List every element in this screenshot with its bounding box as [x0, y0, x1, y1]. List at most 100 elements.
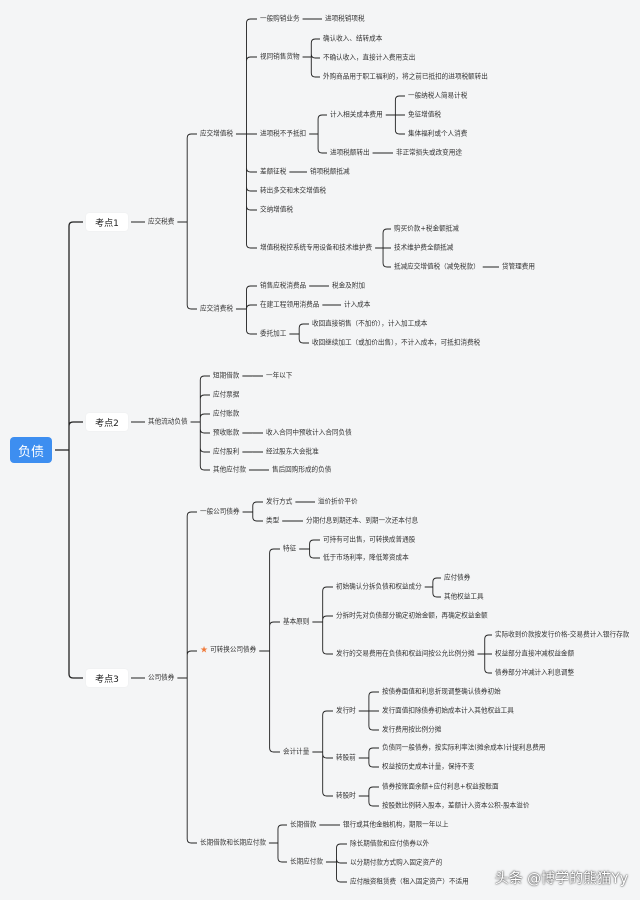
mindmap-node-c2[interactable]: 应付票据 — [213, 390, 240, 399]
mindmap-node-a6[interactable]: 交纳增值税 — [260, 205, 293, 214]
mindmap-node-g1v[interactable]: 溢价折价平价 — [318, 497, 358, 506]
mindmap-node-a7a[interactable]: 购买价款+税金额抵减 — [394, 224, 459, 233]
mindmap-node-l2[interactable]: 其他流动负债 — [148, 417, 188, 426]
mindmap-node-a7c[interactable]: 抵减应交增值税（减免税款） — [394, 262, 480, 271]
mindmap-node-c3[interactable]: 应付账款 — [213, 409, 240, 418]
mindmap-node-c1[interactable]: 短期借款 — [213, 371, 240, 380]
connector-a3 — [309, 114, 327, 154]
mindmap-node-g1[interactable]: 发行方式 — [266, 497, 293, 506]
mindmap-node-lt[interactable]: 长期借款和长期应付款 — [200, 838, 266, 847]
mindmap-node-lt2a[interactable]: 除长期借款和应付债券以外 — [350, 839, 430, 848]
mindmap-node-p3c[interactable]: 债券部分冲减计入利息调整 — [495, 668, 575, 677]
mindmap-node-lt1v[interactable]: 银行或其他金融机构，期限一年以上 — [343, 820, 449, 829]
mindmap-node-a4v[interactable]: 销项税额抵减 — [310, 167, 350, 176]
mindmap-node-lt2[interactable]: 长期应付款 — [290, 857, 323, 866]
mindmap-node-p3a[interactable]: 实际收到价款按发行价格-交易费计入银行存款 — [495, 630, 630, 639]
connector-a2 — [302, 38, 320, 78]
mindmap-node-vat[interactable]: 应交增值税 — [200, 129, 233, 138]
mindmap-node-p[interactable]: 基本原则 — [283, 617, 310, 626]
mindmap-node-lt2b[interactable]: 以分期付款方式购入固定资产的 — [350, 858, 443, 867]
mindmap-node-g[interactable]: 一般公司债券 — [200, 507, 240, 516]
mindmap-node-a2b[interactable]: 不确认收入，直接计入费用支出 — [323, 53, 416, 62]
mindmap-node-a2a[interactable]: 确认收入、结转成本 — [323, 34, 383, 43]
mindmap-node-a3a1[interactable]: 一般纳税人简易计税 — [408, 91, 468, 100]
mindmap-node-c4v[interactable]: 收入合同中预收计入合同负债 — [266, 428, 352, 437]
mindmap-node-a2c[interactable]: 外购商品用于职工福利的，将之前已抵扣的进项税额转出 — [323, 72, 488, 81]
mindmap-node-ac1c[interactable]: 发行费用按比例分摊 — [382, 725, 442, 734]
mindmap-node-a3a[interactable]: 计入相关成本费用 — [330, 110, 383, 119]
mindmap-node-lt2c[interactable]: 应付融资租赁费（租入固定资产）不适用 — [350, 877, 469, 886]
mindmap-node-b2[interactable]: 在建工程领用消费品 — [260, 300, 320, 309]
mindmap-node-c6v[interactable]: 售后回购形成的负债 — [272, 465, 332, 474]
mindmap-node-ac3[interactable]: 转股时 — [336, 791, 356, 800]
mindmap-node-ac2[interactable]: 转股前 — [336, 753, 356, 762]
mindmap-node-c5[interactable]: 应付股利 — [213, 447, 240, 456]
mindmap-node-ac2a[interactable]: 负债同一般债券，按实际利率法(摊余成本)计提利息费用 — [382, 743, 546, 752]
mindmap-node-lt1[interactable]: 长期借款 — [290, 820, 317, 829]
mindmap-node-p3[interactable]: 发行的交易费用在负债和权益间按公允比例分摊 — [336, 649, 475, 658]
mindmap-node-c1v[interactable]: 一年以下 — [266, 371, 293, 380]
mindmap-node-c6[interactable]: 其他应付款 — [213, 465, 246, 474]
mindmap-node-a3bv[interactable]: 非正常损失或改变用途 — [396, 148, 462, 157]
mindmap-node-ac1a[interactable]: 按债券面值和利息折现调整确认债券初始 — [382, 687, 501, 696]
mindmap-node-cons[interactable]: 应交消费税 — [200, 304, 233, 313]
connector-p1 — [424, 577, 441, 598]
connector-a3a — [385, 95, 405, 135]
mindmap-node-l1[interactable]: 应交税费 — [148, 217, 175, 226]
mindmap-node-f[interactable]: 特征 — [283, 544, 297, 553]
mindmap-node-a3a3[interactable]: 集体福利或个人消费 — [408, 129, 468, 138]
mindmap-node-g2[interactable]: 类型 — [266, 516, 280, 525]
connector-f — [299, 539, 320, 559]
mindmap-node-ac[interactable]: 会计计量 — [283, 747, 310, 756]
mindmap-node-ac3a[interactable]: 债券按账面余额+应付利息+权益按账面 — [382, 782, 499, 791]
mindmap-node-f2[interactable]: 低于市场利率，降低筹资成本 — [323, 553, 409, 562]
mindmap-node-l3[interactable]: 公司债券 — [148, 673, 175, 682]
mindmap-node-ac2b[interactable]: 权益按历史成本计量，保持不变 — [382, 762, 475, 771]
mindmap-node-a7b[interactable]: 技术维护费全额抵减 — [394, 243, 454, 252]
mindmap-node-ac1[interactable]: 发行时 — [336, 706, 356, 715]
mindmap-node-a2[interactable]: 视同销售货物 — [260, 52, 300, 61]
connector-p — [312, 586, 333, 655]
mindmap-node-a4[interactable]: 差额征税 — [260, 167, 287, 176]
mindmap-node-b3a[interactable]: 收回直接销售（不加价），计入加工成本 — [312, 319, 428, 328]
root-node[interactable]: 负债 — [10, 437, 52, 463]
topic-node-k2[interactable]: 考点2 — [86, 413, 128, 431]
mindmap-node-b1[interactable]: 销售应税消费品 — [260, 281, 307, 290]
mindmap-node-p2[interactable]: 分拆时先对负债部分确定初始金额，再确定权益金额 — [336, 611, 488, 620]
mindmap-node-cv[interactable]: ★可转换公司债券 — [200, 645, 257, 656]
connector-ac2 — [358, 747, 379, 768]
mindmap-node-a1v[interactable]: 进项税销项税 — [325, 14, 365, 23]
mindmap-node-b3b[interactable]: 收回继续加工（或加价出售），不计入成本，可抵扣消费税 — [312, 338, 481, 347]
connector-l2 — [190, 375, 210, 471]
mindmap-node-p1[interactable]: 初始确认分拆负债和权益成分 — [336, 582, 422, 591]
star-icon: ★ — [200, 645, 209, 656]
mindmap-node-a7cv[interactable]: 贷管理费用 — [502, 262, 535, 271]
mindmap-node-p1b[interactable]: 其他权益工具 — [444, 592, 484, 601]
mindmap-node-p1a[interactable]: 应付债券 — [444, 573, 471, 582]
mindmap-node-f1[interactable]: 可持有可出售，可转换成普通股 — [323, 535, 416, 544]
mindmap-node-c5v[interactable]: 经过股东大会批准 — [266, 447, 319, 456]
mindmap-node-a5[interactable]: 转出多交和未交增值税 — [260, 186, 326, 195]
mindmap-node-b1v[interactable]: 税金及附加 — [332, 281, 365, 290]
mindmap-node-ac1b[interactable]: 发行面值扣除债券初始成本计入其他权益工具 — [382, 706, 514, 715]
mindmap-node-a7[interactable]: 增值税税控系统专用设备和技术维护费 — [260, 243, 373, 252]
mindmap-node-a1[interactable]: 一般购销业务 — [260, 14, 300, 23]
mindmap-node-g2v[interactable]: 分期付息到期还本、到期一次还本付息 — [306, 516, 419, 525]
connector-root — [55, 221, 83, 679]
mindmap-node-b2v[interactable]: 计入成本 — [344, 300, 371, 309]
mindmap-node-b3[interactable]: 委托加工 — [260, 329, 287, 338]
topic-node-k1[interactable]: 考点1 — [86, 213, 128, 231]
mindmap-node-ac3b[interactable]: 按股数比例转入股本，差额计入资本公积-股本溢价 — [382, 801, 530, 810]
connector-l3 — [177, 511, 197, 844]
connector-ac3 — [358, 786, 379, 807]
topic-node-k3[interactable]: 考点3 — [86, 669, 128, 687]
mindmap-node-a3a2[interactable]: 免征增值税 — [408, 110, 441, 119]
mindmap-node-a3b[interactable]: 进项税额转出 — [330, 148, 370, 157]
mindmap-node-p3b[interactable]: 权益部分直接冲减权益金额 — [495, 649, 575, 658]
mindmap-node-a3[interactable]: 进项税不予抵扣 — [260, 129, 307, 138]
connector-lt2 — [325, 843, 347, 883]
mindmap-node-c4[interactable]: 预收账款 — [213, 428, 240, 437]
connector-l1 — [177, 133, 197, 310]
node-label: 可转换公司债券 — [210, 645, 257, 654]
